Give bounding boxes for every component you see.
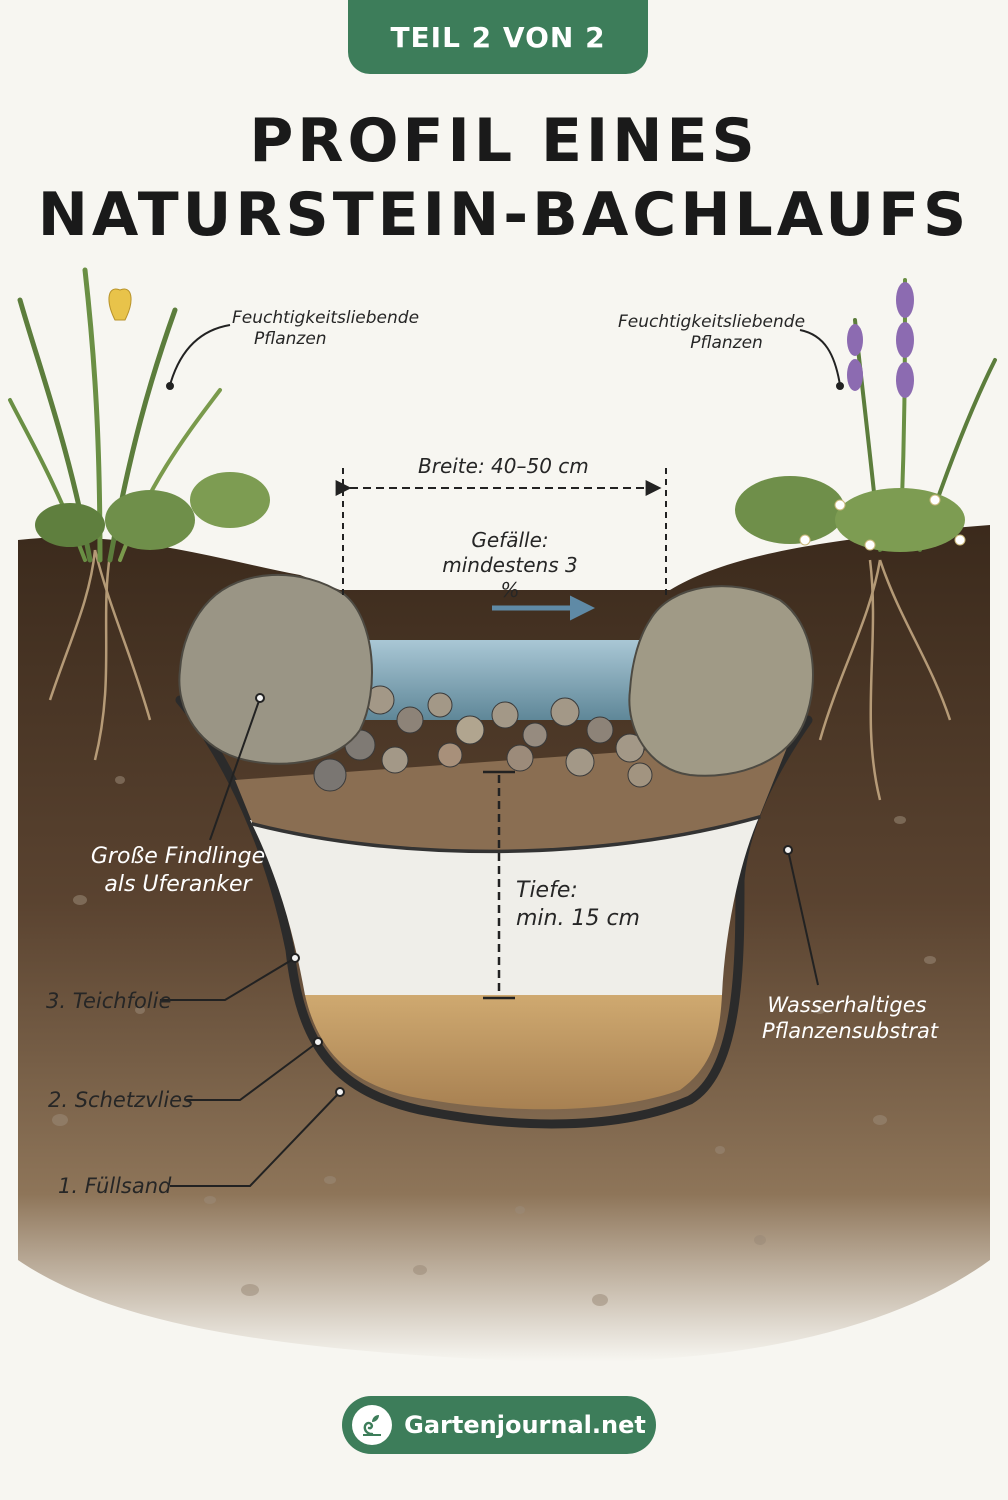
label-line: Pflanzen	[254, 329, 327, 350]
fleece-layer	[250, 815, 760, 995]
label-line: Pflanzensubstrat	[762, 1019, 939, 1044]
label-plants-right: Feuchtigkeitsliebende Pflanzen	[618, 312, 805, 355]
label-breite: Breite: 40–50 cm	[418, 454, 589, 478]
label-line: Große Findlinge	[90, 844, 266, 869]
gravel-layer	[235, 740, 790, 850]
left-plants	[8, 267, 270, 563]
leader-lines	[160, 324, 844, 1187]
label-line: als Uferanker	[104, 871, 252, 897]
label-substrat: Wasserhaltiges Pflanzensubstrat	[762, 992, 939, 1045]
label-findlinge: Große Findlinge als Uferanker	[88, 843, 268, 898]
depth-dimension	[483, 770, 515, 1000]
label-line: Feuchtigkeitsliebende	[232, 308, 420, 328]
label-line: min. 15 cm	[516, 905, 640, 931]
soil-pebbles	[52, 776, 936, 1306]
label-line: Wasserhaltiges	[767, 993, 927, 1017]
label-line: Pflanzen	[690, 333, 763, 354]
brand-footer[interactable]: Gartenjournal.net	[342, 1396, 656, 1454]
label-schutzvlies: 2. Schetzvlies	[48, 1088, 194, 1112]
sand-layer	[305, 995, 722, 1110]
label-line: Gefälle:	[471, 528, 549, 552]
page-title-line-1: PROFIL EINES	[249, 106, 759, 176]
left-boulder	[178, 573, 373, 765]
label-teichfolie: 3. Teichfolie	[46, 989, 172, 1013]
label-gefaelle: Gefälle: mindestens 3 %	[430, 528, 590, 603]
label-line: Feuchtigkeitsliebende	[618, 312, 806, 332]
right-plants	[735, 278, 997, 552]
label-line: Tiefe:	[516, 878, 578, 903]
page-title-line-2: NATURSTEIN-BACHLAUFS	[37, 180, 971, 250]
pond-liner	[175, 695, 813, 1129]
roots	[48, 549, 952, 801]
label-line: mindestens 3 %	[442, 553, 578, 602]
part-badge: TEIL 2 VON 2	[348, 0, 648, 74]
label-tiefe: Tiefe: min. 15 cm	[516, 877, 640, 932]
right-boulder	[628, 585, 814, 777]
brand-name[interactable]: Gartenjournal.net	[404, 1411, 646, 1439]
label-fuellsand: 1. Füllsand	[58, 1174, 172, 1198]
label-plants-left: Feuchtigkeitsliebende Pflanzen	[232, 308, 419, 351]
garden-logo-icon	[352, 1405, 393, 1445]
